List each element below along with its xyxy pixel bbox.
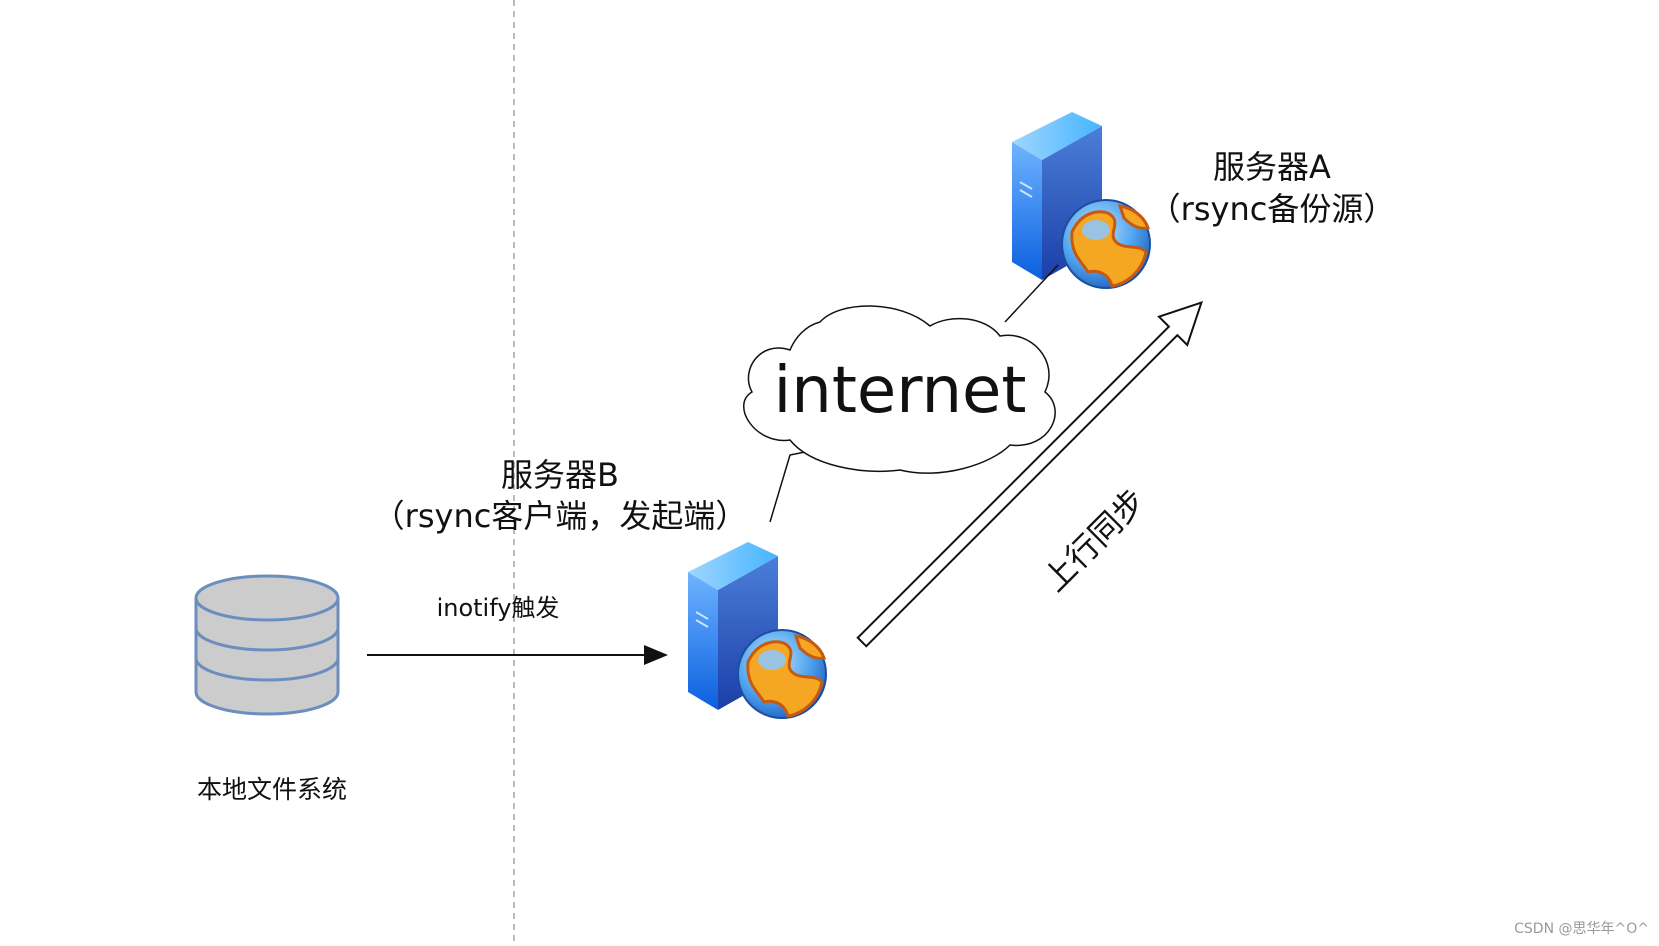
inotify-label: inotify触发 [437,594,560,622]
server-b-title: 服务器B [501,456,619,494]
upload-sync-arrow [856,301,1203,648]
server-a-title: 服务器A [1213,148,1331,186]
server-b-role: （rsync客户端，发起端） [373,497,748,535]
database-icon [194,574,340,716]
local-fs-label: 本地文件系统 [197,775,347,804]
watermark: CSDN @思华年^O^ [1514,921,1649,937]
connector-cloud-server-a [1004,264,1059,323]
cloud-icon [742,305,1056,474]
server-a-role: （rsync备份源） [1149,190,1396,228]
cloud-label: internet [773,354,1026,428]
server-b-icon [686,540,828,720]
connector-server-b-cloud [769,451,806,523]
server-a-icon [1010,110,1152,290]
upload-sync-label: 上行同步 [1036,482,1153,599]
